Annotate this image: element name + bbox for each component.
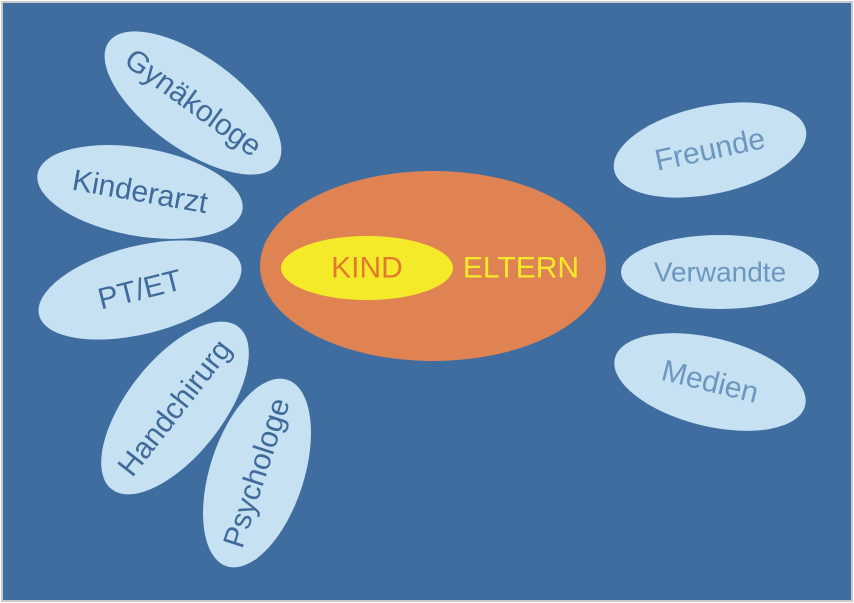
node-kinderarzt: Kinderarzt <box>37 145 243 239</box>
node-pt-et: PT/ET <box>38 240 242 340</box>
node-psychologe: Psychologe <box>203 378 311 568</box>
node-medien: Medien <box>614 333 806 431</box>
eltern-label: ELTERN <box>463 252 579 285</box>
kind-label: KIND <box>331 252 403 285</box>
node-freunde: Freunde <box>613 102 807 198</box>
node-verwandte: Verwandte <box>621 235 819 309</box>
inner-ellipse-kind <box>281 236 453 300</box>
node-label: Verwandte <box>654 257 786 288</box>
